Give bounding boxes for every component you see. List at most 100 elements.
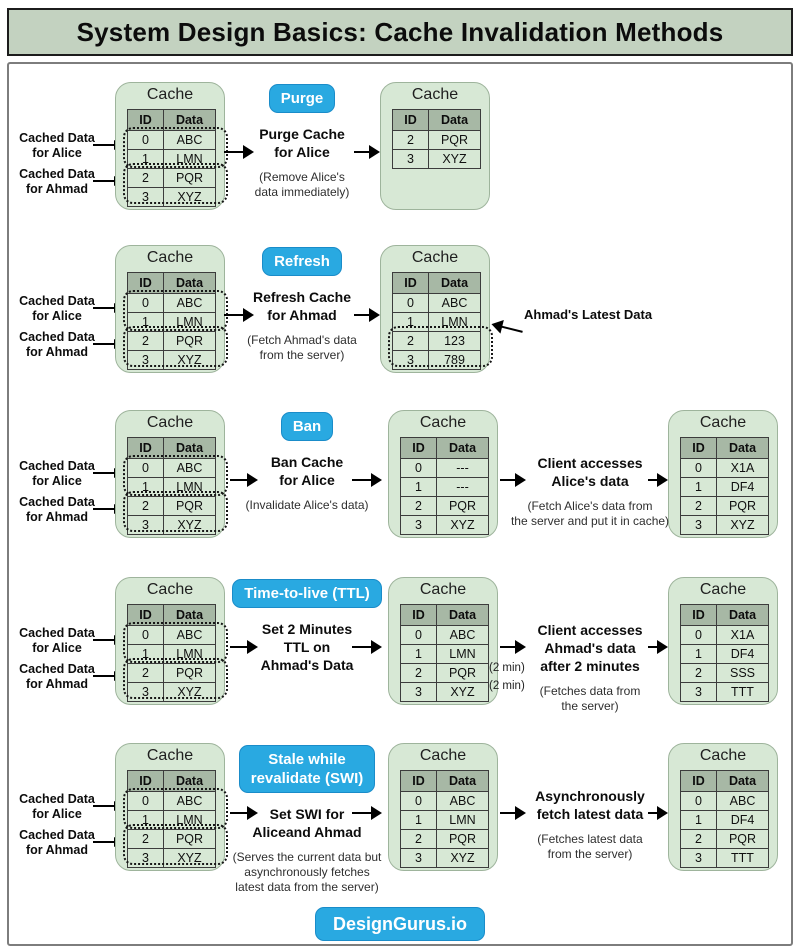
cell-id: 1 — [680, 477, 717, 497]
table-row: 1--- — [400, 477, 489, 497]
cell-id: 0 — [400, 625, 437, 645]
label-line: Cached Data — [19, 792, 95, 806]
cache-title: Cache — [419, 747, 467, 764]
column-header: ID — [400, 604, 437, 626]
column-header: Data — [716, 437, 769, 459]
badge-line: Purge — [280, 90, 324, 107]
arrow-right-icon — [224, 308, 254, 322]
action-title-line: Ahmad's Data — [260, 657, 354, 673]
column-header: Data — [436, 604, 489, 626]
action-title-line: Ahmad's data — [544, 640, 636, 656]
column-header: ID — [127, 770, 164, 792]
cell-data: PQR — [163, 168, 216, 188]
cell-id: 2 — [127, 168, 164, 188]
cell-id: 0 — [127, 458, 164, 478]
arrow-right-icon — [648, 640, 668, 654]
arrow-right-icon — [354, 308, 380, 322]
column-header: ID — [680, 604, 717, 626]
cell-data: 123 — [428, 331, 481, 351]
cell-data: ABC — [163, 625, 216, 645]
cell-data: XYZ — [716, 515, 769, 535]
cell-data: XYZ — [436, 682, 489, 702]
cell-data: XYZ — [163, 350, 216, 370]
label-line: for Alice — [32, 474, 82, 488]
label-line: Cached Data — [19, 828, 95, 842]
column-header: Data — [163, 437, 216, 459]
action-title-line: for Ahmad — [267, 307, 337, 323]
cell-id: 3 — [400, 848, 437, 868]
annotation-label: Ahmad's Latest Data — [524, 307, 653, 322]
cell-id: 3 — [392, 350, 429, 370]
column-header: ID — [400, 437, 437, 459]
action-title-line: Ban Cache — [270, 454, 344, 470]
cell-id: 2 — [127, 496, 164, 516]
column-header: ID — [392, 109, 429, 131]
cell-data: ABC — [716, 791, 769, 811]
badge-line: Time-to-live (TTL) — [244, 585, 370, 602]
column-header: Data — [428, 109, 481, 131]
action-note-line: asynchronously fetches — [244, 865, 370, 879]
cell-id: 0 — [680, 791, 717, 811]
cell-data: X1A — [716, 625, 769, 645]
cell-data: LMN — [163, 810, 216, 830]
cell-id: 1 — [127, 312, 164, 332]
ttl-side-note: (2 min) — [489, 680, 525, 692]
label-line: Cached Data — [19, 330, 95, 344]
cache-title: Cache — [419, 581, 467, 598]
cell-id: 1 — [400, 644, 437, 664]
cell-data: LMN — [163, 312, 216, 332]
action-title-line: for Alice — [274, 144, 330, 160]
badge-line: Refresh — [274, 253, 330, 270]
cache-title: Cache — [411, 86, 459, 103]
column-header: Data — [716, 770, 769, 792]
cell-data: LMN — [163, 477, 216, 497]
arrow-right-icon — [500, 806, 526, 820]
action-note-line: data immediately) — [254, 185, 350, 199]
cell-data: ABC — [436, 791, 489, 811]
cache-title: Cache — [699, 747, 747, 764]
cell-id: 0 — [127, 625, 164, 645]
cell-id: 3 — [400, 515, 437, 535]
